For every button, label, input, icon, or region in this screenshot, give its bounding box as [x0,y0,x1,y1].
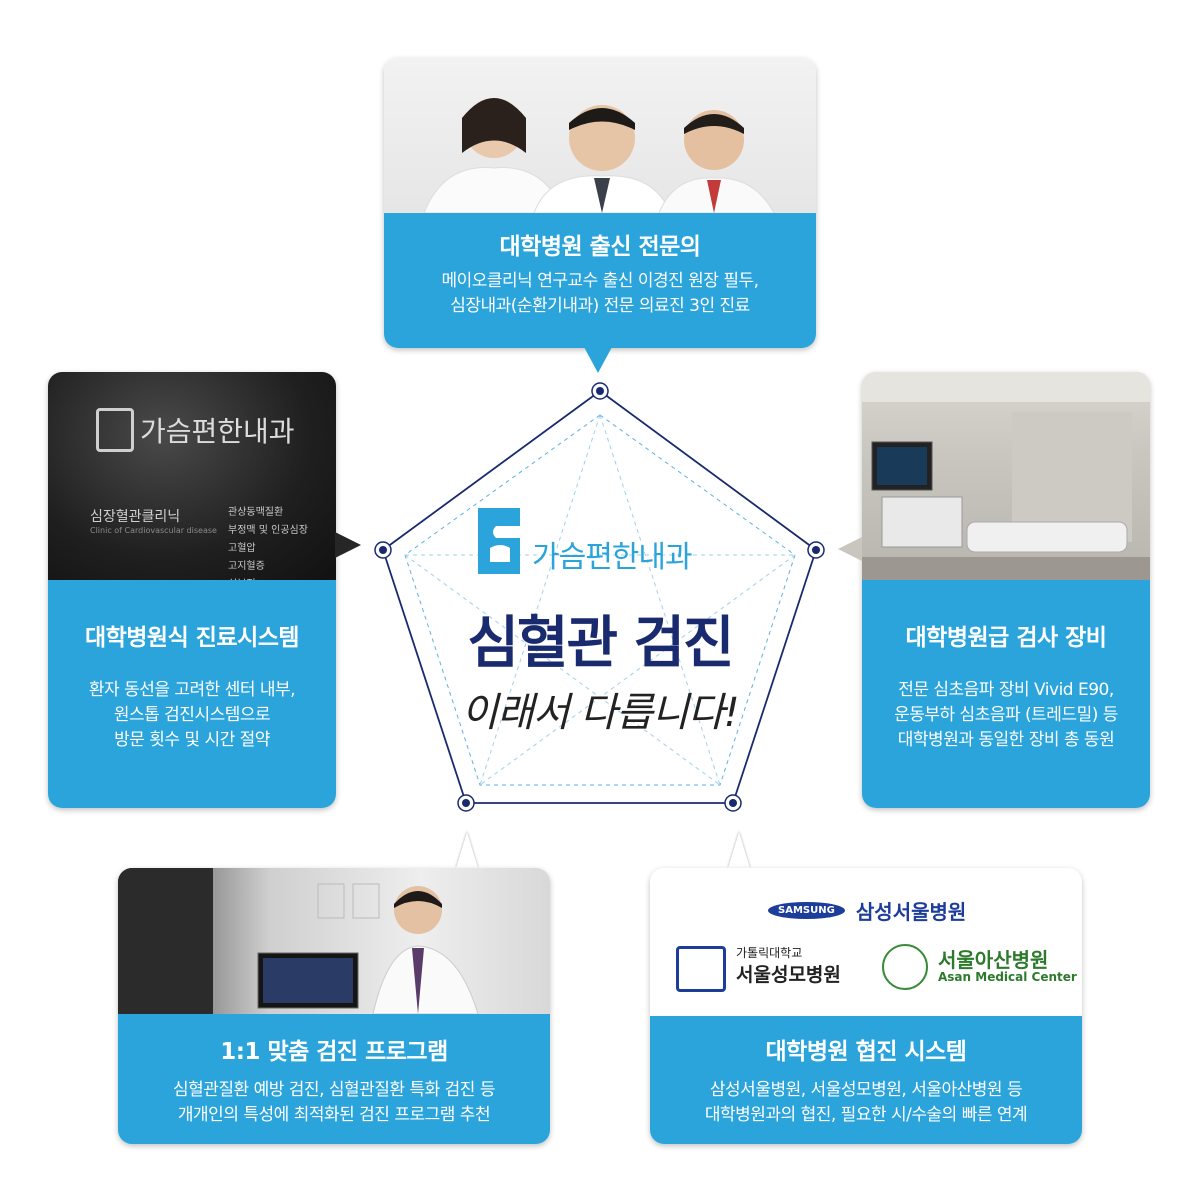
pentagon-outer [381,389,818,804]
pentagon-node [591,382,609,400]
sign-list-item: 부정맥 및 인공심장 [228,525,308,536]
equipment-desc-3: 대학병원과 동일한 장비 총 동원 [897,730,1115,750]
custom-program-desc-2: 개개인의 특성에 최적화된 검진 프로그램 추천 [177,1105,491,1125]
speech-tail-bottom-left [456,832,478,868]
pentagon-node [457,794,475,812]
sign-list-item: 고혈압 [228,543,256,554]
equipment-desc-2: 운동부하 심초음파 (트레드밀) 등 [894,705,1118,725]
pentagon-node [724,794,742,812]
specialists-info: 대학병원 출신 전문의 메이오클리닉 연구교수 출신 이경진 원장 필두, 심장… [384,213,816,348]
custom-program-info: 1:1 맞춤 검진 프로그램 심혈관질환 예방 검진, 심혈관질환 특화 검진 … [118,1014,550,1144]
cooperation-desc-1: 삼성서울병원, 서울성모병원, 서울아산병원 등 [709,1080,1023,1100]
care-system-desc-3: 방문 횟수 및 시간 절약 [114,730,270,750]
equipment-desc-1: 전문 심초음파 장비 Vivid E90, [898,680,1114,700]
speech-tail-right [838,537,862,561]
custom-program-desc-1: 심혈관질환 예방 검진, 심혈관질환 특화 검진 등 [173,1080,496,1100]
sign-logo-mark-icon [96,408,134,452]
consultation-photo [118,868,550,1015]
speech-tail-left [335,532,361,558]
doctors-illustration [423,98,775,214]
ultrasound-room-illustration [862,372,1150,580]
care-system-title: 대학병원식 진료시스템 [84,625,300,651]
asan-emblem-icon [882,944,928,990]
samsung-name: 삼성서울병원 [855,900,967,924]
speech-tail-top [584,347,612,373]
catholic-name: 서울성모병원 [736,964,841,986]
sign-list-item: 관상동맥질환 [228,507,284,518]
care-system-desc-1: 환자 동선을 고려한 센터 내부, [88,680,296,700]
center-subtitle: 이래서 다릅니다! [461,690,739,736]
care-system-desc-2: 원스톱 검진시스템으로 [113,705,271,725]
pentagon-node [374,541,392,559]
equipment-title: 대학병원급 검사 장비 [905,625,1107,651]
equipment-info: 대학병원급 검사 장비 전문 심초음파 장비 Vivid E90, 운동부하 심… [862,580,1150,808]
care-system-info: 대학병원식 진료시스템 환자 동선을 고려한 센터 내부, 원스톱 검진시스템으… [48,580,336,808]
samsung-logo: SAMSUNG 삼성서울병원 [768,896,966,925]
samsung-badge: SAMSUNG [768,902,845,919]
heart-logo-icon [478,508,520,574]
card-care-system: 가슴편한내과 심장혈관클리닉 Clinic of Cardiovascular … [48,372,361,808]
center-title: 심혈관 검진 [467,611,734,676]
speech-tail-bottom-right [728,832,750,868]
clinic-sign-photo: 가슴편한내과 심장혈관클리닉 Clinic of Cardiovascular … [48,372,336,590]
asan-name: 서울아산병원 [938,948,1049,972]
cooperation-desc-2: 대학병원과의 협진, 필요한 시/수술의 빠른 연계 [704,1105,1028,1125]
center-logo-text: 가슴편한내과 [532,540,693,575]
card-equipment: 대학병원급 검사 장비 전문 심초음파 장비 Vivid E90, 운동부하 심… [838,372,1150,808]
cooperation-title: 대학병원 협진 시스템 [765,1039,967,1065]
sign-list-item: 고지혈증 [228,561,265,572]
catholic-univ: 가톨릭대학교 [736,946,803,960]
sign-brand: 가슴편한내과 [140,415,295,448]
sign-clinic-en: Clinic of Cardiovascular disease [90,526,217,535]
partner-logos: SAMSUNG 삼성서울병원 가톨릭대학교 서울성모병원 서울아산병원 Asan… [650,868,1082,1016]
custom-program-title: 1:1 맞춤 검진 프로그램 [220,1039,448,1065]
consultation-illustration [118,868,479,1015]
specialists-desc-2: 심장내과(순환기내과) 전문 의료진 3인 진료 [450,296,750,316]
specialists-title: 대학병원 출신 전문의 [499,234,701,260]
catholic-emblem-icon [676,946,726,992]
cooperation-info: 대학병원 협진 시스템 삼성서울병원, 서울성모병원, 서울아산병원 등 대학병… [650,1016,1082,1144]
specialists-desc-1: 메이오클리닉 연구교수 출신 이경진 원장 필두, [441,271,759,291]
card-custom-program: 1:1 맞춤 검진 프로그램 심혈관질환 예방 검진, 심혈관질환 특화 검진 … [118,832,550,1144]
sign-clinic: 심장혈관클리닉 [90,509,181,525]
asan-en: Asan Medical Center [938,970,1077,984]
card-cooperation: SAMSUNG 삼성서울병원 가톨릭대학교 서울성모병원 서울아산병원 Asan… [650,832,1082,1144]
pentagon-node [807,541,825,559]
equipment-photo [862,372,1150,580]
center-logo: 가슴편한내과 [470,502,730,582]
doctors-photo [384,58,816,214]
card-specialists: 대학병원 출신 전문의 메이오클리닉 연구교수 출신 이경진 원장 필두, 심장… [384,58,816,373]
